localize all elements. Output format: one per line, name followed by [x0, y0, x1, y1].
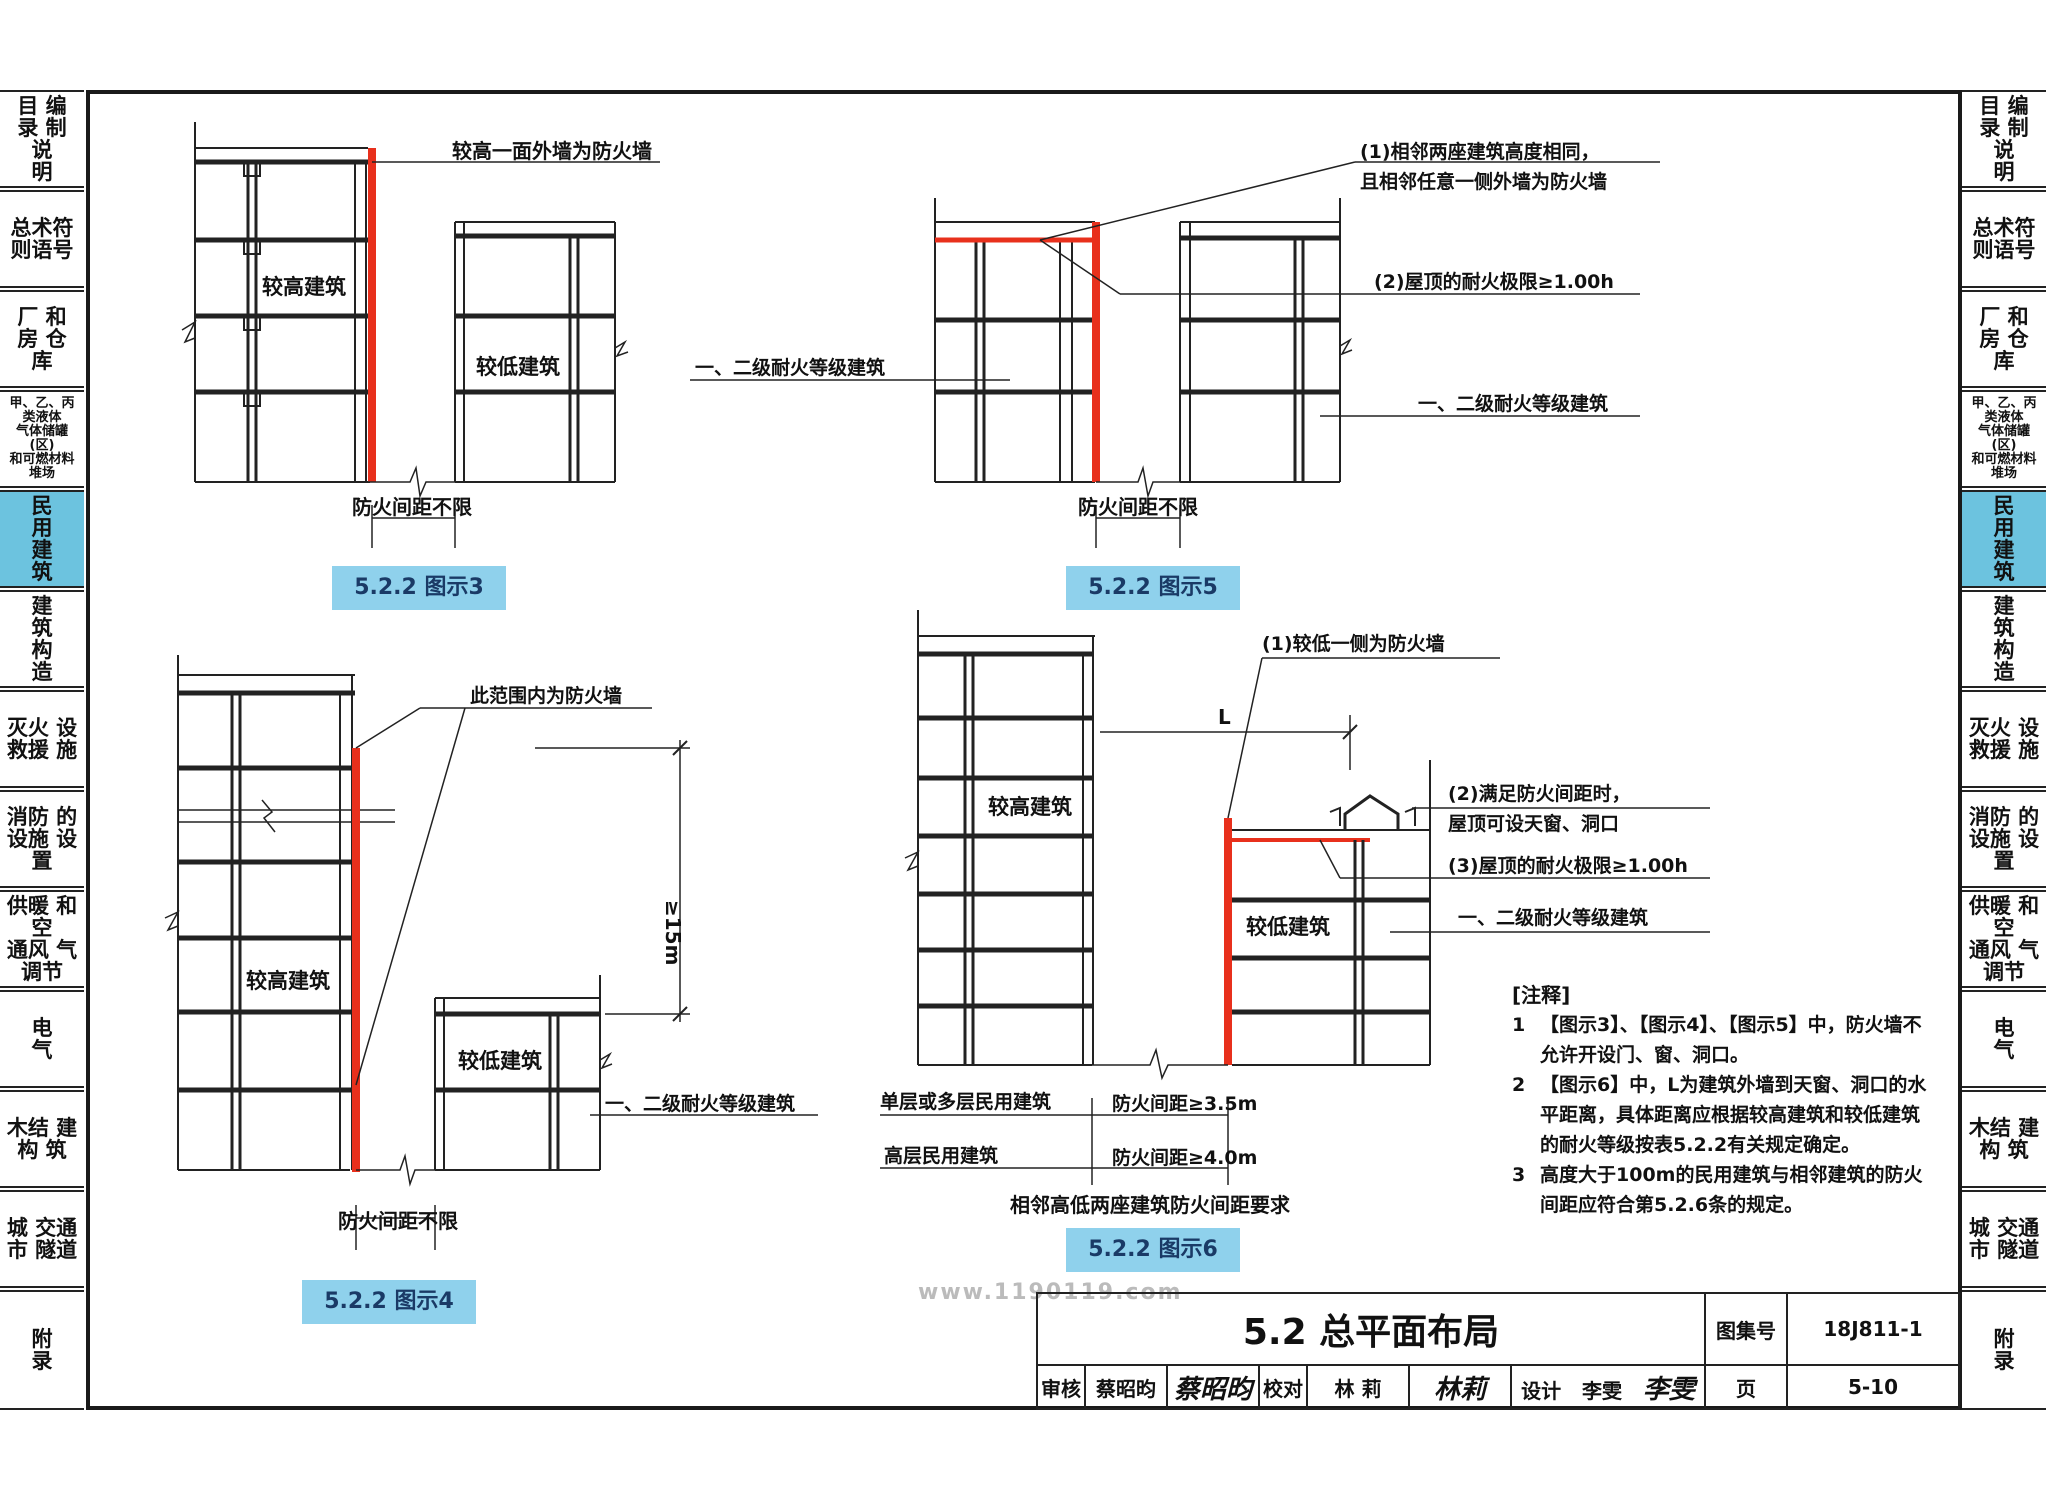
fig6-note2a: (2)满足防火间距时， [1448, 782, 1631, 805]
checker-name: 林 莉 [1306, 1364, 1410, 1410]
design-label: 设计 [1521, 1378, 1562, 1403]
fig5-note1a: (1)相邻两座建筑高度相同， [1360, 140, 1600, 163]
fig6-row2-label: 高层民用建筑 [884, 1144, 998, 1167]
figure-5 [690, 161, 1660, 548]
sidebar-tab[interactable]: 建 筑 构 造 [1962, 590, 2046, 688]
fig4-height: ≥15m [661, 900, 685, 965]
fig3-distance: 防火间距不限 [352, 495, 472, 519]
sidebar-tab[interactable]: 城 交通 市 隧道 [1962, 1190, 2046, 1288]
reviewer-name: 蔡昭昀 [1084, 1364, 1168, 1410]
fig5-distance: 防火间距不限 [1078, 495, 1198, 519]
sidebar-tab[interactable]: 厂 和 房 仓 库 [1962, 290, 2046, 388]
sidebar-tab[interactable]: 附 录 [1962, 1290, 2046, 1410]
fig6-grade: 一、二级耐火等级建筑 [1458, 906, 1648, 929]
sidebar-tab[interactable]: 电 气 [0, 990, 84, 1088]
sidebar-tab[interactable]: 目 编 录 制 说 明 [0, 90, 84, 188]
fig6-lower-label: 较低建筑 [1246, 915, 1330, 939]
fig4-caption: 5.2.2 图示4 [302, 1280, 476, 1324]
fig6-row1-value: 防火间距≥3.5m [1112, 1092, 1257, 1115]
fig4-lower-label: 较低建筑 [458, 1049, 542, 1073]
fig5-note2: (2)屋顶的耐火极限≥1.00h [1374, 270, 1614, 293]
fig3-higher-label: 较高建筑 [262, 275, 346, 299]
fig6-note2b: 屋顶可设天窗、洞口 [1448, 812, 1619, 835]
fig4-grade: 一、二级耐火等级建筑 [605, 1092, 795, 1115]
atlas-number: 18J811-1 [1786, 1292, 1960, 1366]
fig6-subtitle: 相邻高低两座建筑防火间距要求 [1010, 1193, 1291, 1217]
sidebar-tab[interactable]: 民 用 建 筑 [1962, 490, 2046, 588]
figure-4 [164, 655, 818, 1250]
sidebar-tab[interactable]: 甲、乙、丙类液体 气体储罐(区) 和可燃材料堆场 [0, 390, 84, 488]
fig5-note1b: 且相邻任意一侧外墙为防火墙 [1360, 170, 1607, 193]
title-block: 5.2 总平面布局 图集号 18J811-1 审核 蔡昭昀 蔡昭昀 校对 林 莉… [1036, 1292, 1960, 1410]
sidebar-tab[interactable]: 电 气 [1962, 990, 2046, 1088]
sidebar-tab[interactable]: 灭火 设 救援 施 [0, 690, 84, 788]
fig6-note3: (3)屋顶的耐火极限≥1.00h [1448, 854, 1688, 877]
labels: 较高一面外墙为防火墙 较高建筑 较低建筑 防火间距不限 (1)相邻两座建筑高度相… [246, 139, 1688, 1233]
design-cell: 设计 李雯 李雯 [1510, 1364, 1706, 1410]
sidebar-tab[interactable]: 消防 的 设施 设置 [0, 790, 84, 888]
sidebar-tab[interactable]: 总术符 则语号 [1962, 190, 2046, 288]
fig4-higher-label: 较高建筑 [246, 969, 330, 993]
sidebar-tab[interactable]: 消防 的 设施 设置 [1962, 790, 2046, 888]
sidebar-tab[interactable]: 灭火 设 救援 施 [1962, 690, 2046, 788]
review-label: 审核 [1036, 1364, 1086, 1410]
fig6-caption: 5.2.2 图示6 [1066, 1228, 1240, 1272]
page-label: 页 [1704, 1364, 1788, 1410]
sidebar-tab[interactable]: 供暖 和空 通风 气调节 [0, 890, 84, 988]
fig5-caption: 5.2.2 图示5 [1066, 566, 1240, 610]
sidebar-tab[interactable]: 目 编 录 制 说 明 [1962, 90, 2046, 188]
fig5-right-grade: 一、二级耐火等级建筑 [1418, 392, 1608, 415]
designer-name: 李雯 [1581, 1378, 1622, 1403]
fig6-row1-label: 单层或多层民用建筑 [880, 1090, 1051, 1113]
sheet-title: 5.2 总平面布局 [1036, 1292, 1706, 1366]
designer-signature: 李雯 [1642, 1374, 1695, 1405]
sidebar-tab[interactable]: 木结 建 构 筑 [1962, 1090, 2046, 1188]
reviewer-signature: 蔡昭昀 [1166, 1364, 1260, 1410]
sidebar-tab[interactable]: 木结 建 构 筑 [0, 1090, 84, 1188]
sidebar-tab[interactable]: 甲、乙、丙类液体 气体储罐(区) 和可燃材料堆场 [1962, 390, 2046, 488]
atlas-label: 图集号 [1704, 1292, 1788, 1366]
checker-signature: 林莉 [1408, 1364, 1512, 1410]
drawing-frame [86, 90, 1962, 1410]
sidebar-tab[interactable]: 附 录 [0, 1290, 84, 1410]
fig4-wall-note: 此范围内为防火墙 [470, 684, 622, 707]
figure-6 [880, 610, 1710, 1185]
figure-3 [181, 122, 660, 548]
sidebar-tab[interactable]: 总术符 则语号 [0, 190, 84, 288]
note-item: 1【图示3】、【图示4】、【图示5】中，防火墙不允许开设门、窗、洞口。 [1512, 1014, 1922, 1066]
fig3-wall-note: 较高一面外墙为防火墙 [452, 139, 652, 163]
check-label: 校对 [1258, 1364, 1308, 1410]
notes-title: [注释] [1512, 983, 1571, 1007]
note-item: 2【图示6】中，L为建筑外墙到天窗、洞口的水平距离，具体距离应根据较高建筑和较低… [1512, 1074, 1927, 1156]
sidebar-tab[interactable]: 建 筑 构 造 [0, 590, 84, 688]
notes-block: [注释] 1【图示3】、【图示4】、【图示5】中，防火墙不允许开设门、窗、洞口。… [1512, 980, 1932, 1220]
sidebar-tab[interactable]: 供暖 和空 通风 气调节 [1962, 890, 2046, 988]
fig3-caption: 5.2.2 图示3 [332, 566, 506, 610]
fig4-distance: 防火间距不限 [338, 1209, 458, 1233]
fig6-higher-label: 较高建筑 [988, 795, 1072, 819]
sidebar-tab[interactable]: 民 用 建 筑 [0, 490, 84, 588]
sidebar-tab[interactable]: 城 交通 市 隧道 [0, 1190, 84, 1288]
fig6-note1: (1)较低一侧为防火墙 [1262, 632, 1445, 655]
fig5-left-grade: 一、二级耐火等级建筑 [695, 356, 885, 379]
fig6-L: L [1218, 705, 1231, 729]
fig3-lower-label: 较低建筑 [476, 355, 560, 379]
sidebar-tab[interactable]: 厂 和 房 仓 库 [0, 290, 84, 388]
page-number: 5-10 [1786, 1364, 1960, 1410]
fig6-row2-value: 防火间距≥4.0m [1112, 1146, 1257, 1169]
